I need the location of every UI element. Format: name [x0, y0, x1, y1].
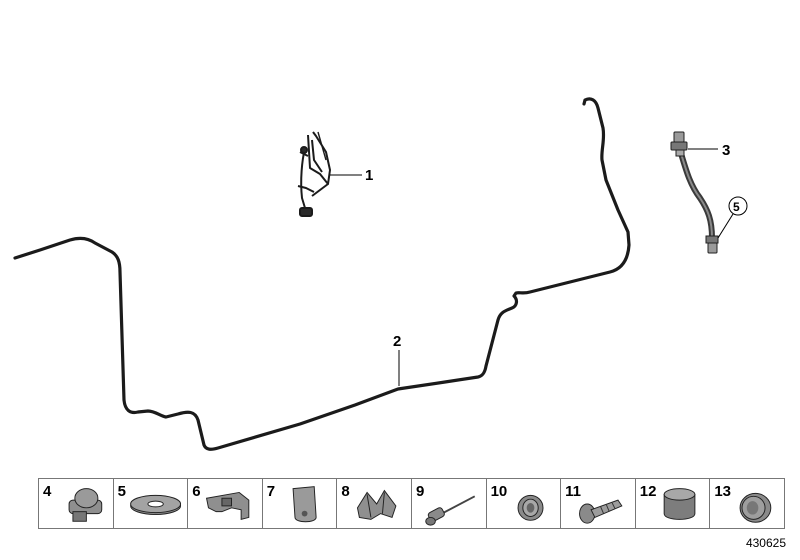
cap-icon	[663, 488, 696, 520]
document-number: 430625	[745, 536, 786, 550]
part-number: 11	[565, 483, 582, 500]
exploded-parts-diagram: 1 2 3 5	[13, 97, 748, 451]
pipe-clip-icon	[206, 491, 250, 520]
part-cell-7: 7	[263, 479, 338, 528]
bracket-line-assembly	[297, 131, 331, 217]
part-cell-10: 10	[487, 479, 562, 528]
brake-hose	[670, 131, 719, 254]
part-cell-11: 11	[561, 479, 636, 528]
part-number: 8	[341, 483, 350, 500]
part-cell-12: 12	[636, 479, 711, 528]
part-cell-13: 13	[710, 479, 784, 528]
part-cell-6: 6	[188, 479, 263, 528]
callout-5: 5	[733, 200, 740, 214]
part-cell-9: 9	[412, 479, 487, 528]
callout-3: 3	[722, 142, 730, 159]
brake-line	[13, 97, 631, 451]
part-number: 6	[192, 483, 201, 500]
part-cell-4: 4	[39, 479, 114, 528]
part-number: 10	[490, 483, 508, 500]
part-number: 4	[43, 483, 52, 500]
double-pipe-clip-icon	[357, 489, 397, 520]
leader-lines	[330, 148, 734, 386]
part-number: 5	[117, 483, 126, 500]
blind-rivet-icon	[425, 495, 476, 526]
washer-icon	[129, 494, 181, 516]
callout-5-circle	[728, 196, 748, 216]
part-number: 12	[639, 483, 657, 500]
bracket-clip-icon	[292, 486, 317, 523]
grommet-icon	[517, 494, 544, 521]
part-cell-8: 8	[337, 479, 412, 528]
part-number: 9	[415, 483, 425, 500]
part-number: 13	[714, 483, 732, 500]
part-cell-5: 5	[114, 479, 189, 528]
rubber-ring-icon	[739, 492, 772, 523]
screw-icon	[579, 499, 623, 524]
callout-2: 2	[393, 333, 401, 350]
parts-strip: 4 5 6 7 8	[38, 478, 785, 529]
plug-icon	[68, 488, 103, 522]
callout-1: 1	[365, 167, 373, 184]
part-number: 7	[266, 483, 276, 500]
